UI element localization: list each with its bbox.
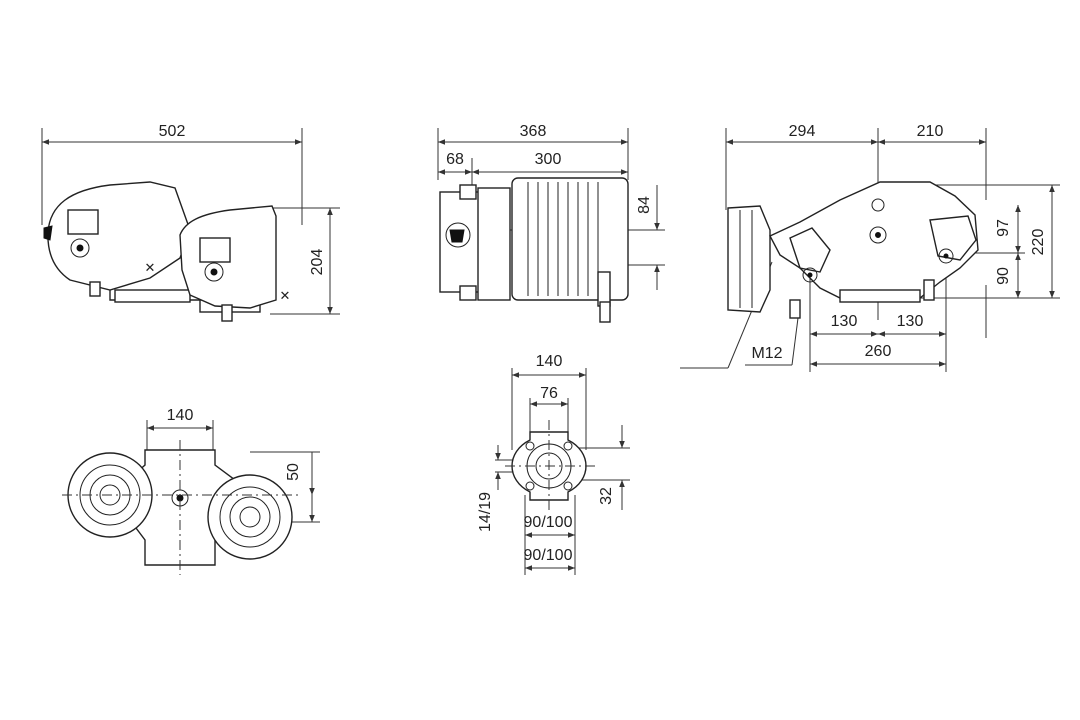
dim-flange-inner: 76 — [540, 385, 558, 402]
svg-text:✕: ✕ — [280, 288, 291, 303]
dim-right-bottom-a: 130 — [831, 313, 858, 330]
dim-side-small: 68 — [446, 151, 464, 168]
dim-right-h-top: 97 — [995, 219, 1012, 237]
dim-right-width-a: 294 — [789, 123, 816, 140]
dim-flange-pcd-2: 90/100 — [524, 547, 573, 564]
dim-right-bottom-b: 130 — [897, 313, 924, 330]
dim-side-total: 368 — [520, 123, 547, 140]
dim-bottom-height: 50 — [285, 463, 302, 481]
dim-side-height: 84 — [636, 196, 653, 214]
side-view: 368 68 300 84 — [437, 123, 665, 323]
dim-flange-width: 140 — [536, 353, 563, 370]
dim-right-h-total: 220 — [1030, 229, 1047, 256]
label-thread: M12 — [751, 345, 782, 362]
dim-flange-pcd-1: 90/100 — [524, 514, 573, 531]
front-view: 502 204 ✕ ✕ — [41, 123, 340, 322]
dim-front-height: 204 — [309, 249, 326, 276]
flange-view: 140 76 32 14/19 90/100 90/100 — [477, 353, 630, 575]
dim-right-bottom-total: 260 — [865, 343, 892, 360]
dim-right-width-b: 210 — [917, 123, 944, 140]
dim-flange-hole: 14/19 — [477, 492, 494, 532]
dim-right-h-bottom: 90 — [995, 267, 1012, 285]
right-view: 294 210 97 220 90 130 130 260 M12 — [680, 123, 1060, 372]
dim-bottom-width: 140 — [167, 407, 194, 424]
dim-side-large: 300 — [535, 151, 562, 168]
bottom-view: 140 50 — [62, 407, 320, 575]
dim-front-width: 502 — [159, 123, 186, 140]
motor-fins — [527, 182, 599, 296]
dim-flange-height: 32 — [598, 487, 615, 505]
svg-text:✕: ✕ — [145, 260, 156, 275]
